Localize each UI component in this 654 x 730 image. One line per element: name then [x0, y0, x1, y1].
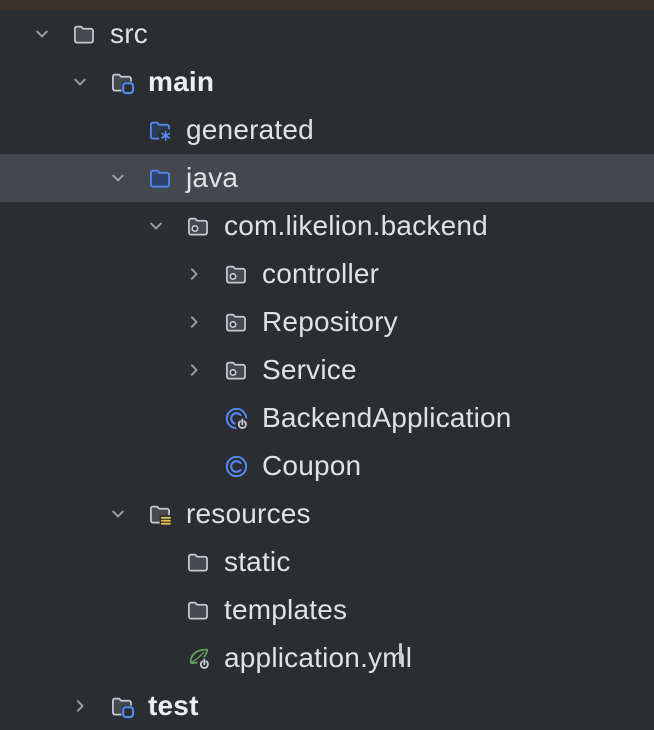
package-icon: [224, 262, 249, 287]
tree-item-label: controller: [262, 258, 380, 289]
chevron-right-icon[interactable]: [186, 346, 224, 394]
tree-item-label: static: [224, 546, 291, 577]
folder-icon: [186, 550, 211, 575]
tree-item-label: java: [186, 162, 239, 193]
tree-item-label: application.yml: [224, 642, 413, 673]
tree-item-label: test: [148, 690, 199, 721]
package-icon: [224, 310, 249, 335]
tree-row-resources[interactable]: resources: [0, 490, 654, 538]
sources-root-folder-icon: [148, 166, 173, 191]
chevron-right-icon[interactable]: [186, 298, 224, 346]
runnable-class-icon: [224, 406, 249, 431]
tree-item-label: main: [148, 66, 215, 97]
tree-row-com-likelion-backend[interactable]: com.likelion.backend: [0, 202, 654, 250]
ibeam-cursor: [399, 643, 402, 664]
module-folder-icon: [110, 70, 135, 95]
chevron-down-icon[interactable]: [110, 490, 148, 538]
tree-row-repository[interactable]: Repository: [0, 298, 654, 346]
chevron-right-icon[interactable]: [186, 250, 224, 298]
chevron-down-icon[interactable]: [148, 202, 186, 250]
tree-row-java[interactable]: java: [0, 154, 654, 202]
chevron-spacer: [186, 394, 224, 442]
resources-root-folder-icon: [148, 502, 173, 527]
tree-row-test[interactable]: test: [0, 682, 654, 730]
chevron-down-icon[interactable]: [110, 154, 148, 202]
tree-row-backendapplication[interactable]: BackendApplication: [0, 394, 654, 442]
tree-row-application-yml[interactable]: application.yml: [0, 634, 654, 682]
tree-row-controller[interactable]: controller: [0, 250, 654, 298]
top-strip: [0, 0, 654, 10]
tree-item-label: resources: [186, 498, 311, 529]
tree-item-label: Repository: [262, 306, 398, 337]
folder-icon: [186, 598, 211, 623]
folder-icon: [72, 22, 97, 47]
chevron-down-icon[interactable]: [34, 10, 72, 58]
chevron-spacer: [110, 106, 148, 154]
tree-row-main[interactable]: main: [0, 58, 654, 106]
chevron-spacer: [148, 634, 186, 682]
tree-row-static[interactable]: static: [0, 538, 654, 586]
tree-item-label: src: [110, 18, 148, 49]
tree-item-label: BackendApplication: [262, 402, 512, 433]
spring-config-file-icon: [186, 646, 211, 671]
package-icon: [186, 214, 211, 239]
generated-sources-folder-icon: [148, 118, 173, 143]
tree-row-service[interactable]: Service: [0, 346, 654, 394]
class-icon: [224, 454, 249, 479]
tree-item-label: Coupon: [262, 450, 362, 481]
chevron-spacer: [148, 586, 186, 634]
chevron-spacer: [148, 538, 186, 586]
tree-item-label: com.likelion.backend: [224, 210, 488, 241]
chevron-spacer: [186, 442, 224, 490]
tree-row-src[interactable]: src: [0, 10, 654, 58]
tree-row-coupon[interactable]: Coupon: [0, 442, 654, 490]
chevron-right-icon[interactable]: [72, 682, 110, 730]
tree-row-generated[interactable]: generated: [0, 106, 654, 154]
package-icon: [224, 358, 249, 383]
tree-row-templates[interactable]: templates: [0, 586, 654, 634]
chevron-down-icon[interactable]: [72, 58, 110, 106]
tree-item-label: generated: [186, 114, 314, 145]
tree-item-label: templates: [224, 594, 348, 625]
module-folder-icon: [110, 694, 135, 719]
tree-item-label: Service: [262, 354, 357, 385]
